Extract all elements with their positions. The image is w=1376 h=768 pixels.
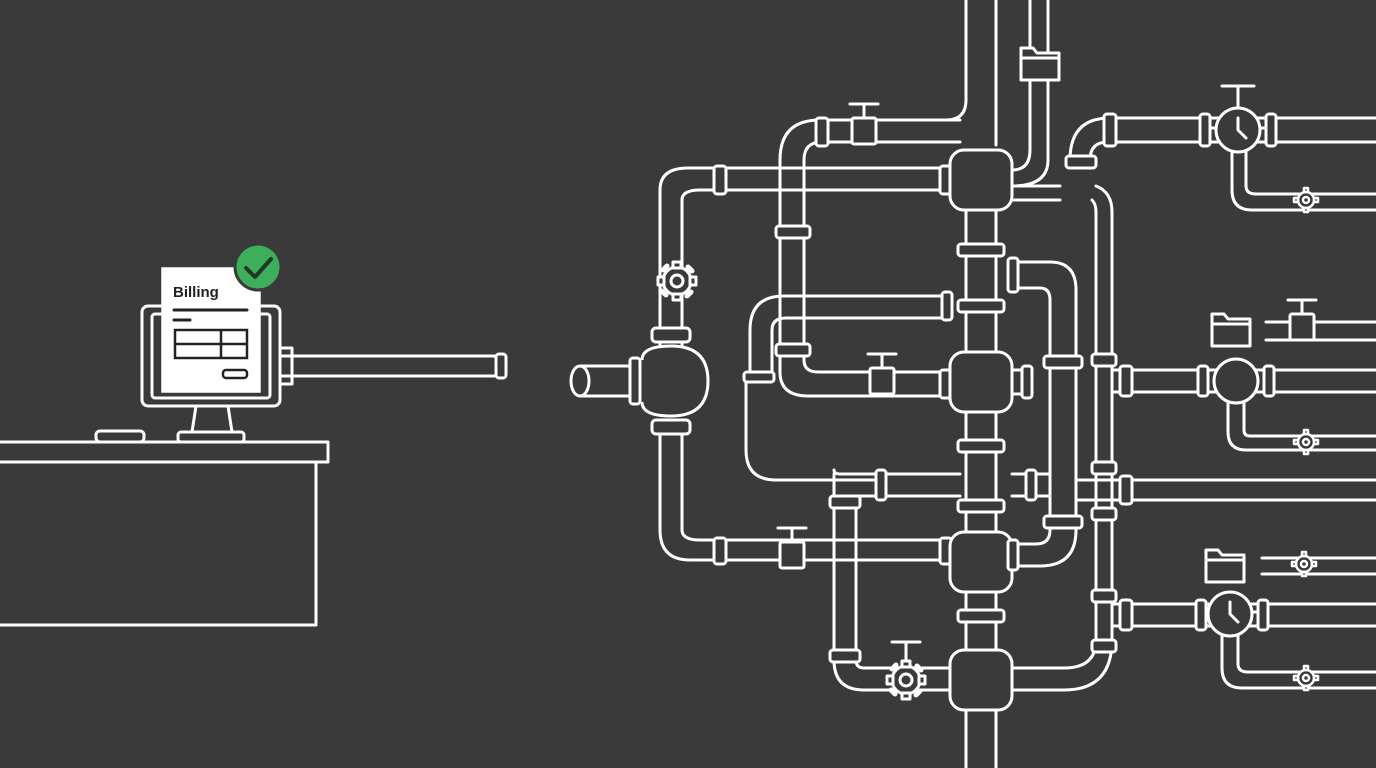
gear-icon	[1292, 186, 1320, 214]
junction	[948, 648, 1014, 712]
right-loop	[1006, 256, 1084, 572]
junction	[948, 350, 1014, 414]
billing-document-title: Billing	[173, 284, 219, 301]
junction	[948, 530, 1014, 594]
gear-icon	[658, 262, 696, 300]
clock-icon	[1210, 106, 1266, 154]
folder-icon	[1204, 548, 1246, 584]
far-right-riser	[1010, 112, 1376, 692]
desk	[0, 440, 330, 627]
valve-icon	[848, 102, 880, 146]
folder-icon	[1210, 312, 1252, 348]
gear-icon	[1292, 664, 1320, 692]
central-trunk	[944, 0, 1014, 768]
clock-icon	[1202, 590, 1258, 638]
keyboard	[94, 429, 146, 444]
gear-icon	[1290, 550, 1318, 578]
upper-loop	[774, 102, 962, 400]
folder-icon	[1019, 46, 1061, 82]
instrument-top	[1198, 84, 1376, 214]
gear-icon	[887, 661, 925, 699]
mid-branch	[742, 290, 962, 699]
instrument-middle	[1196, 298, 1376, 456]
inlet-pipe	[569, 356, 642, 406]
instrument-bottom	[1194, 548, 1376, 692]
pipe-network	[569, 0, 1376, 768]
billing-document: Billing	[161, 267, 261, 393]
thin-riser	[1010, 0, 1062, 202]
valve-icon	[866, 352, 898, 396]
check-icon	[233, 242, 283, 292]
valve-icon	[1286, 298, 1318, 342]
valve-icon	[776, 526, 808, 570]
junction	[948, 148, 1014, 212]
